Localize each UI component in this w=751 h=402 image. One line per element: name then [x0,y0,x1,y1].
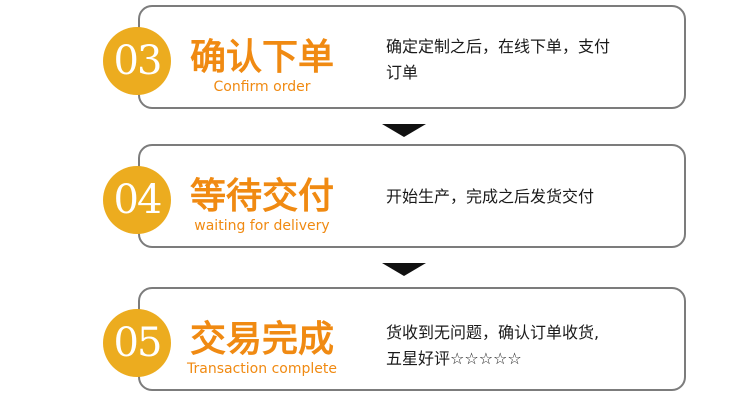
step-description: 货收到无问题，确认订单收货, 五星好评☆☆☆☆☆ [386,320,676,372]
step-description-line: 开始生产，完成之后发货交付 [386,187,595,206]
step-title-en: Transaction complete [187,361,337,377]
step-number-badge: 03 [103,27,171,95]
step-card-transaction-complete [138,287,686,391]
step-card-confirm-order [138,5,686,109]
step-card-waiting-delivery [138,144,686,248]
step-description: 开始生产，完成之后发货交付 [386,184,676,210]
step-description-line: 货收到无问题，确认订单收货, [386,323,600,342]
down-arrow-icon [382,124,426,137]
step-description-line: 确定定制之后，在线下单，支付 [386,37,611,56]
step-title-en: waiting for delivery [194,218,330,234]
step-description-line: 五星好评☆☆☆☆☆ [386,349,522,368]
step-description: 确定定制之后，在线下单，支付 订单 [386,34,676,86]
step-title-cn: 等待交付 [189,176,334,217]
step-title-en: Confirm order [213,79,311,95]
step-title-cn: 确认下单 [189,37,334,78]
down-arrow-icon [382,263,426,276]
step-description-line: 订单 [386,63,419,82]
step-number-badge: 05 [103,309,171,377]
step-title-cn: 交易完成 [189,319,334,360]
step-number-badge: 04 [103,166,171,234]
